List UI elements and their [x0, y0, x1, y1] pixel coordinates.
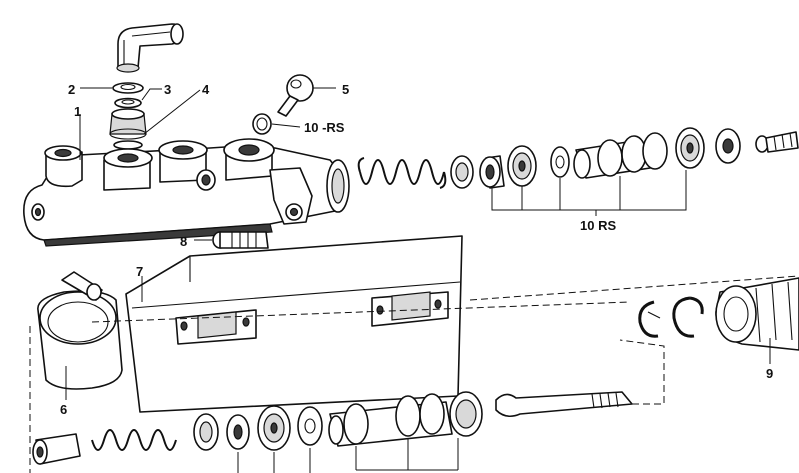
callout-1: 1	[74, 104, 81, 119]
callout-labels: 1 2 3 4 5 10 -RS 8 10 RS 7 6 9	[60, 82, 773, 417]
callout-3: 3	[164, 82, 171, 97]
grommet-part-4	[109, 108, 147, 150]
callout-10-rs-top: 10 -RS	[304, 120, 345, 135]
leader-lines	[65, 87, 771, 400]
snap-ring	[672, 296, 704, 338]
rubber-boot-part-9	[715, 277, 799, 351]
alignment-lines	[29, 275, 799, 473]
seal-ring-part-10rs	[252, 113, 272, 135]
banjo-bolt-part-5	[277, 74, 314, 117]
bottom-bracket-lines	[237, 438, 459, 473]
callout-4: 4	[202, 82, 210, 97]
callout-9: 9	[766, 366, 773, 381]
socket-screw-part-8	[212, 231, 269, 249]
callout-7: 7	[136, 264, 143, 279]
washer-part-3	[114, 97, 142, 109]
callout-2: 2	[68, 82, 75, 97]
piston-kit-top	[450, 127, 799, 189]
elbow-fitting	[116, 23, 184, 73]
return-spring	[357, 157, 447, 189]
callout-8: 8	[180, 234, 187, 249]
master-cylinder-body-part-1	[23, 138, 350, 247]
hose-clamp-part-6	[37, 271, 123, 390]
protective-plate-part-7	[125, 235, 463, 413]
callout-10-rs-bottom: 10 RS	[580, 218, 616, 233]
piston-kit-bottom	[32, 391, 633, 465]
kit-bracket-10rs	[491, 170, 687, 216]
washer-part-2	[112, 82, 144, 94]
callout-5: 5	[342, 82, 349, 97]
callout-6: 6	[60, 402, 67, 417]
circlip	[638, 300, 661, 338]
